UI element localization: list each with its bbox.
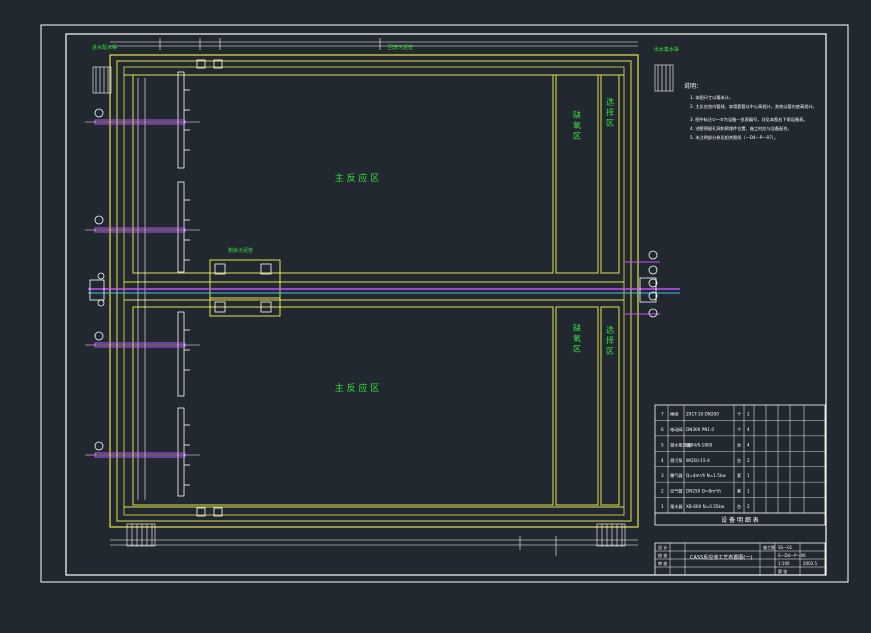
zone-labels: 主 反 应 区 主 反 应 区 缺 氧 区 缺 氧 区 选 择 区 选 择 区 xyxy=(335,96,615,394)
tb-stage: 施工图 xyxy=(763,544,775,550)
table-cell-model: DN250 Q=8m³/h xyxy=(686,489,721,494)
table-cell-name: 电动阀 xyxy=(670,426,683,433)
top-label-mid: 回流污泥管 xyxy=(388,44,413,51)
table-cell-model: XB-600 N=0.55kw xyxy=(686,504,725,509)
title-block: 设 计 校 核 审 核 CASS反应池工艺布置图(一) 施工图 SS—01 S—… xyxy=(654,542,826,576)
tank-walls xyxy=(109,54,639,528)
tb-date: 2003.5 xyxy=(803,561,817,566)
table-cell-qty: 4 xyxy=(747,427,750,432)
zone-main-bottom: 主 反 应 区 xyxy=(335,382,380,394)
table-cell-name: 曝气器 xyxy=(670,472,683,479)
note-1: 1. 本图尺寸以毫米计。 xyxy=(690,94,733,101)
table-cell-no: 7 xyxy=(661,411,664,416)
equipment-markers xyxy=(94,59,658,517)
note-3: 3. 图中标注①～⑤为设备一览表编号，详见本图右下角设备表。 xyxy=(690,116,808,123)
table-cell-unit: 套 xyxy=(737,472,742,479)
sheet-inner-border xyxy=(65,33,827,576)
table-cell-no: 2 xyxy=(661,489,664,494)
table-cell-model: WQ50-15-4 xyxy=(686,458,710,463)
zone-side-bottom: 选 择 区 xyxy=(606,324,615,354)
table-cell-unit: 个 xyxy=(737,411,742,416)
dimension-lines xyxy=(110,38,638,556)
top-label-right: 出水集水渠 xyxy=(654,46,679,53)
table-cell-no: 3 xyxy=(661,473,664,478)
table-cell-name: 闸阀 xyxy=(670,410,678,417)
zone-sub-bottom: 缺 氧 区 xyxy=(573,322,582,352)
mid-label: 剩余污泥管 xyxy=(228,247,253,254)
decanter-frames xyxy=(177,71,190,497)
table-cell-model: DN300 PN1.0 xyxy=(686,427,714,432)
table-cell-no: 4 xyxy=(661,458,664,463)
grating-right xyxy=(654,64,674,92)
grating-bottom-left xyxy=(126,523,156,547)
tb-ref: S—D4—P—06 xyxy=(778,553,806,558)
table-cell-name: 滗水器 xyxy=(670,503,683,510)
tb-drawing-name: CASS反应池工艺布置图(一) xyxy=(690,554,752,561)
table-cell-model: Q=4m³/h N=1.5kw xyxy=(686,473,726,478)
zone-side-top: 选 择 区 xyxy=(606,96,615,126)
grating-left xyxy=(92,66,112,94)
table-cell-qty: 2 xyxy=(747,458,750,463)
notes-title: 说明： xyxy=(684,82,702,90)
table-cell-no: 5 xyxy=(661,442,664,447)
tb-sheet: 第 张 xyxy=(778,568,787,574)
table-cell-qty: 4 xyxy=(747,442,750,447)
table-cell-unit: 套 xyxy=(737,488,742,495)
inlet-pipes xyxy=(85,119,200,458)
notes: 说明： 1. 本图尺寸以毫米计。 2. 主反应池内管线、穿墙套管以中心高程计，其… xyxy=(684,82,817,141)
table-cell-qty: 2 xyxy=(747,504,750,509)
table-cell-unit: 个 xyxy=(737,427,742,432)
table-cell-unit: 台 xyxy=(737,441,741,448)
main-pipe xyxy=(88,261,680,315)
tb-drawing-no: SS—01 xyxy=(778,545,793,550)
table-cell-qty: 2 xyxy=(747,411,750,416)
table-cell-qty: 1 xyxy=(747,489,750,494)
table-cell-model: Z41T-10 DN200 xyxy=(686,411,719,416)
table-cell-no: 1 xyxy=(661,504,664,509)
table-cell-unit: 台 xyxy=(737,457,741,464)
note-2: 2. 主反应池内管线、穿墙套管以中心高程计，其他以管内底高程计。 xyxy=(690,103,817,110)
equipment-table-title: 设 备 明 细 表 xyxy=(721,516,759,524)
zone-sub-top: 缺 氧 区 xyxy=(573,109,582,139)
table-cell-name: 空气管 xyxy=(670,488,683,495)
table-cell-name: 潜污泵 xyxy=(670,457,683,464)
table-cell-model: QJB4/6-1800 xyxy=(686,442,713,447)
tb-approver: 审 核 xyxy=(658,560,667,566)
tb-designer: 设 计 xyxy=(658,544,667,550)
tb-checker: 校 核 xyxy=(658,552,667,558)
table-cell-name: 潜水推流器 xyxy=(670,441,692,448)
table-cell-unit: 台 xyxy=(737,503,741,510)
table-cell-qty: 1 xyxy=(747,473,750,478)
tb-scale: 1:100 xyxy=(778,561,790,566)
note-4: 4. 池壁预留孔洞和预埋件位置，施工时应与设备配合。 xyxy=(690,125,792,132)
sheet-outer-border xyxy=(40,24,849,583)
top-label-left: 进水配水渠 xyxy=(92,44,117,51)
grating-bottom-right xyxy=(596,523,626,547)
note-5: 5. 未注明部分参见相关图纸（—D4—P—07）。 xyxy=(690,134,778,141)
table-cell-no: 6 xyxy=(661,427,664,432)
zone-main-top: 主 反 应 区 xyxy=(335,172,380,184)
